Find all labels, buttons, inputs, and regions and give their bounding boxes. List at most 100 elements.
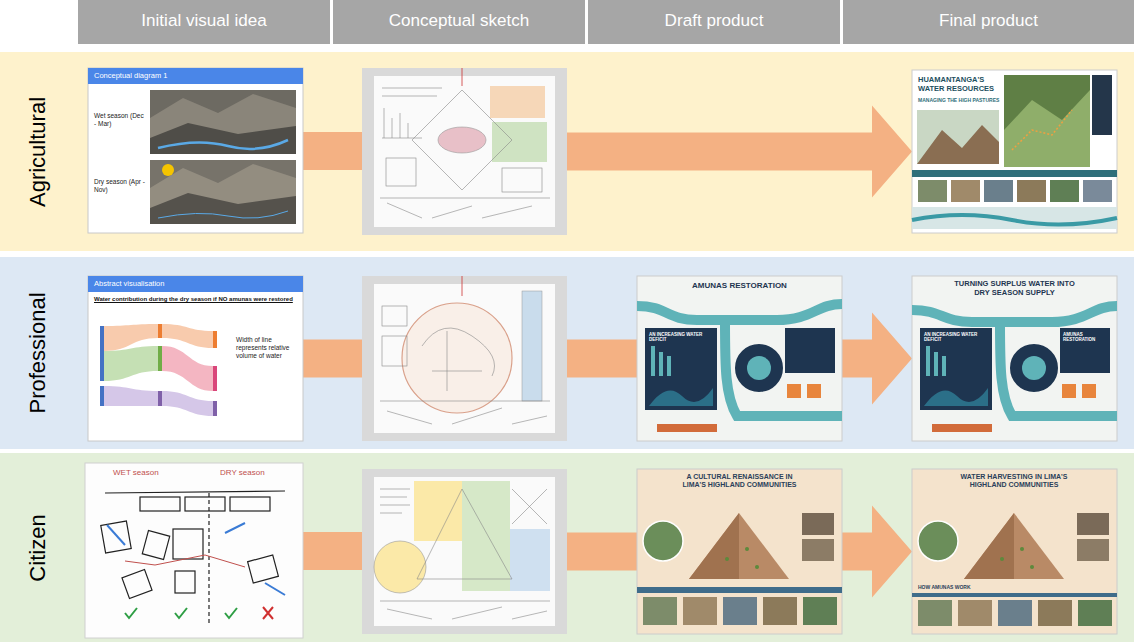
thumbnail-text: AMUNAS RESTORATION: [1063, 332, 1108, 343]
pencil-sketch-part-part: [502, 168, 542, 192]
poster-thumbnail-part: [1000, 557, 1004, 561]
poster-thumbnail-part: [920, 328, 992, 410]
thumbnail-text: HOW AMUNAS WORK: [918, 584, 998, 590]
poster-thumbnail-part: [1060, 328, 1110, 373]
thumbnail-text: Abstract visualisation: [94, 279, 294, 288]
poster-thumbnail-part: [934, 352, 938, 376]
poster-thumbnail: [912, 276, 1117, 441]
poster-thumbnail-part: [637, 304, 842, 320]
poster-thumbnail-part: [1038, 600, 1072, 626]
pencil-sketch: [362, 68, 567, 235]
poster-thumbnail: [912, 469, 1117, 634]
slide-thumbnail-part: [150, 193, 296, 224]
flow-arrow: [842, 313, 912, 405]
poster-thumbnail-part: [659, 352, 663, 376]
poster-thumbnail-part: [643, 597, 677, 625]
poster-thumbnail-part: [657, 424, 717, 432]
thumbnail-text: MANAGING THE HIGH PASTURES: [918, 97, 1000, 103]
pencil-sketch-part: [374, 477, 555, 626]
poster-thumbnail-part: [1004, 90, 1090, 167]
slide-thumbnail-part: [150, 123, 296, 154]
poster-thumbnail-part: [725, 320, 842, 416]
poster-thumbnail-part: [912, 306, 1117, 322]
row-label: Professional: [25, 292, 51, 413]
poster-thumbnail-part: [918, 180, 947, 202]
poster-thumbnail-part: [1050, 180, 1079, 202]
poster-thumbnail-part: [912, 215, 1117, 225]
poster-thumbnail-part: [1077, 539, 1109, 561]
pencil-sketch-part: [522, 291, 542, 401]
poster-thumbnail-part: [1092, 75, 1112, 135]
thumbnail-text: WET season: [113, 468, 193, 478]
background-part: [0, 257, 1134, 449]
hand-sketch-part-part: [101, 521, 131, 553]
slide-thumbnail-part: [158, 324, 162, 338]
thumbnail-text: AMUNAS RESTORATION: [677, 281, 802, 291]
thumbnail-text: Conceptual diagram 1: [94, 71, 294, 80]
thumbnail: HUAMANTANGA'S WATER RESOURCESMANAGING TH…: [912, 70, 1117, 233]
header-cell: Conceptual sketch: [333, 0, 585, 44]
slide-thumbnail-part: [158, 391, 162, 406]
thumbnail: AMUNAS RESTORATIONAN INCREASING WATER DE…: [637, 276, 842, 441]
background-part: [0, 453, 1134, 642]
poster-thumbnail-part: [1004, 75, 1090, 167]
slide-thumbnail-part: [100, 386, 104, 406]
poster-thumbnail-part: [1078, 600, 1112, 626]
thumbnail: Abstract visualisationWater contribution…: [88, 276, 303, 441]
poster-thumbnail-part: [763, 597, 797, 625]
poster-thumbnail-part: [689, 513, 789, 579]
poster-thumbnail-part: [725, 557, 729, 561]
background-part: [0, 52, 1134, 251]
flow-arrow: [842, 506, 912, 598]
hand-sketch-part-part: [265, 583, 285, 595]
pencil-sketch: [362, 276, 567, 441]
poster-thumbnail-part: [1082, 384, 1096, 398]
slide-thumbnail-part: [150, 94, 296, 154]
slide-thumbnail-part: [150, 160, 296, 224]
pencil-sketch-part: [402, 303, 512, 413]
pencil-sketch-part: [380, 306, 550, 424]
pencil-sketch-part-part: [382, 306, 407, 326]
pencil-sketch-part: [462, 68, 463, 86]
slide-thumbnail-part: [213, 331, 217, 348]
hand-sketch-part: [125, 555, 245, 567]
slide-thumbnail-part: [88, 276, 303, 441]
hand-sketch-part-part: [208, 493, 209, 623]
pencil-sketch-part-part: [380, 489, 410, 513]
slide-thumbnail-part: [162, 391, 213, 416]
poster-thumbnail-part: [1020, 547, 1024, 551]
poster-thumbnail-part: [1009, 343, 1059, 393]
pencil-sketch-part-part: [380, 198, 550, 218]
hand-sketch-part-part: [107, 525, 125, 545]
poster-thumbnail-part: [649, 388, 713, 406]
slide-thumbnail-part: [213, 401, 217, 416]
poster-thumbnail-part: [958, 600, 992, 626]
poster-thumbnail-part: [912, 593, 1117, 597]
thumbnail-text: Water contribution during the dry season…: [94, 296, 294, 303]
poster-thumbnail-part: [645, 328, 717, 410]
thumbnail-text: Wet season (Dec - Mar): [94, 112, 146, 128]
header-text: Draft product: [588, 11, 840, 32]
poster-thumbnail-part: [803, 597, 837, 625]
hand-sketch-part: [125, 608, 237, 618]
pencil-sketch-part: [438, 127, 486, 153]
slide-thumbnail-part: [100, 326, 104, 381]
poster-thumbnail-part: [998, 600, 1032, 626]
thumbnail-text: Width of line represents relative volume…: [236, 336, 298, 359]
hand-sketch: [85, 463, 303, 638]
pencil-sketch-part: [462, 481, 510, 591]
poster-thumbnail-part: [1012, 110, 1072, 150]
pencil-sketch-part-part: [417, 489, 512, 579]
poster-thumbnail-part: [802, 513, 834, 535]
poster-thumbnail: [637, 276, 842, 441]
slide-thumbnail-part: [158, 346, 162, 371]
poster-thumbnail-part: [964, 513, 1014, 579]
pencil-sketch-part: [490, 86, 545, 118]
poster-thumbnail-part: [964, 513, 1064, 579]
pencil-sketch-part-part: [380, 401, 550, 424]
slide-thumbnail-part: [150, 164, 296, 224]
hand-sketch-part-part: [140, 497, 180, 511]
hand-sketch-part-part: [175, 608, 187, 618]
header-text: Conceptual sketch: [333, 11, 585, 32]
